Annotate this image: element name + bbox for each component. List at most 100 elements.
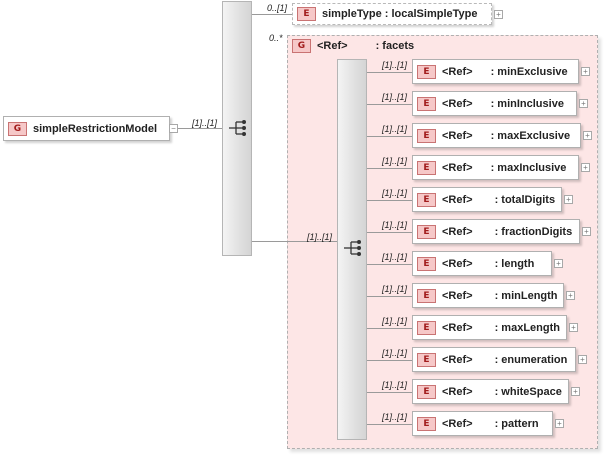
expand-icon[interactable]: + — [582, 227, 591, 236]
item-multiplicity: [1]..[1] — [382, 348, 408, 358]
expand-icon[interactable]: + — [578, 355, 587, 364]
facet-element-max-exclusive[interactable]: E <Ref> : maxExclusive — [412, 123, 581, 148]
element-badge-icon: E — [417, 160, 436, 175]
expand-icon[interactable]: + — [571, 387, 580, 396]
element-badge-icon: E — [417, 192, 436, 207]
connector-line — [367, 232, 412, 233]
element-ref: <Ref> — [442, 161, 473, 174]
simple-type-element[interactable]: E simpleType : localSimpleType — [292, 3, 492, 25]
expand-icon[interactable]: + — [579, 99, 588, 108]
expand-icon[interactable]: + — [494, 10, 503, 19]
element-name: : minExclusive — [490, 65, 568, 78]
connector-line — [367, 200, 412, 201]
connector-line — [367, 296, 412, 297]
element-name: : pattern — [494, 417, 539, 430]
connector-line — [367, 104, 412, 105]
expand-icon[interactable]: + — [581, 163, 590, 172]
simple-type-multiplicity: 0..[1] — [267, 3, 288, 13]
element-name: : minLength — [494, 289, 558, 302]
facets-label: : facets — [375, 40, 415, 52]
sequence-icon — [229, 120, 246, 136]
element-badge-icon: E — [417, 384, 436, 399]
item-multiplicity: [1]..[1] — [382, 316, 408, 326]
element-name: : length — [494, 257, 535, 270]
element-ref: <Ref> — [442, 193, 473, 206]
facet-element-min-exclusive[interactable]: E <Ref> : minExclusive — [412, 59, 579, 84]
element-name: : minInclusive — [490, 97, 564, 110]
facet-element-total-digits[interactable]: E <Ref> : totalDigits — [412, 187, 562, 212]
element-badge-icon: E — [297, 7, 316, 21]
facet-element-white-space[interactable]: E <Ref> : whiteSpace — [412, 379, 569, 404]
element-badge-icon: E — [417, 224, 436, 239]
element-ref: <Ref> — [442, 129, 473, 142]
facet-element-max-inclusive[interactable]: E <Ref> : maxInclusive — [412, 155, 579, 180]
expand-icon[interactable]: + — [566, 291, 575, 300]
collapse-icon[interactable]: − — [169, 124, 178, 133]
sequence-icon — [344, 240, 361, 256]
element-badge-icon: E — [417, 352, 436, 367]
connector-line — [252, 241, 337, 242]
element-badge-icon: E — [417, 288, 436, 303]
element-ref: <Ref> — [442, 417, 473, 430]
element-badge-icon: E — [417, 256, 436, 271]
element-badge-icon: E — [417, 96, 436, 111]
connector-line — [367, 72, 412, 73]
element-name: : maxLength — [494, 321, 560, 334]
expand-icon[interactable]: + — [581, 67, 590, 76]
facet-element-length[interactable]: E <Ref> : length — [412, 251, 552, 276]
item-multiplicity: [1]..[1] — [382, 284, 408, 294]
facet-element-enumeration[interactable]: E <Ref> : enumeration — [412, 347, 576, 372]
item-multiplicity: [1]..[1] — [382, 92, 408, 102]
element-name: : maxInclusive — [490, 161, 567, 174]
item-multiplicity: [1]..[1] — [382, 380, 408, 390]
expand-icon[interactable]: + — [555, 419, 564, 428]
element-ref: <Ref> — [442, 353, 473, 366]
connector-line — [367, 360, 412, 361]
element-ref: <Ref> — [442, 289, 473, 302]
item-multiplicity: [1]..[1] — [382, 252, 408, 262]
group-badge-icon: G — [8, 121, 27, 136]
connector-line — [252, 14, 292, 15]
expand-icon[interactable]: + — [583, 131, 592, 140]
simple-type-label: simpleType : localSimpleType — [322, 8, 478, 20]
element-ref: <Ref> — [442, 257, 473, 270]
item-multiplicity: [1]..[1] — [382, 156, 408, 166]
connector-line — [367, 136, 412, 137]
facet-element-fraction-digits[interactable]: E <Ref> : fractionDigits — [412, 219, 580, 244]
expand-icon[interactable]: + — [569, 323, 578, 332]
facet-element-max-length[interactable]: E <Ref> : maxLength — [412, 315, 567, 340]
group-badge-icon: G — [292, 39, 311, 53]
element-badge-icon: E — [417, 320, 436, 335]
element-name: : whiteSpace — [494, 385, 562, 398]
item-multiplicity: [1]..[1] — [382, 412, 408, 422]
element-name: : maxExclusive — [490, 129, 571, 142]
facets-ref: <Ref> — [317, 40, 348, 52]
connector-line — [367, 392, 412, 393]
item-multiplicity: [1]..[1] — [382, 220, 408, 230]
element-badge-icon: E — [417, 128, 436, 143]
connector-line — [367, 264, 412, 265]
facet-element-min-inclusive[interactable]: E <Ref> : minInclusive — [412, 91, 577, 116]
element-ref: <Ref> — [442, 65, 473, 78]
facet-element-pattern[interactable]: E <Ref> : pattern — [412, 411, 553, 436]
item-multiplicity: [1]..[1] — [382, 188, 408, 198]
connector-line — [367, 168, 412, 169]
root-group-node[interactable]: G simpleRestrictionModel — [3, 116, 170, 141]
facet-element-min-length[interactable]: E <Ref> : minLength — [412, 283, 564, 308]
facets-sequence-bar — [337, 59, 367, 440]
element-ref: <Ref> — [442, 225, 473, 238]
expand-icon[interactable]: + — [554, 259, 563, 268]
facets-multiplicity: 0..* — [269, 33, 283, 43]
root-group-label: simpleRestrictionModel — [33, 122, 158, 135]
expand-icon[interactable]: + — [564, 195, 573, 204]
element-name: : fractionDigits — [494, 225, 573, 238]
element-ref: <Ref> — [442, 321, 473, 334]
connector-line — [178, 128, 223, 129]
element-name: : enumeration — [494, 353, 568, 366]
item-multiplicity: [1]..[1] — [382, 124, 408, 134]
element-ref: <Ref> — [442, 97, 473, 110]
connector-line — [367, 424, 412, 425]
facets-header: G <Ref> : facets — [290, 38, 414, 54]
root-multiplicity: [1]..[1] — [192, 118, 218, 128]
element-name: : totalDigits — [494, 193, 556, 206]
